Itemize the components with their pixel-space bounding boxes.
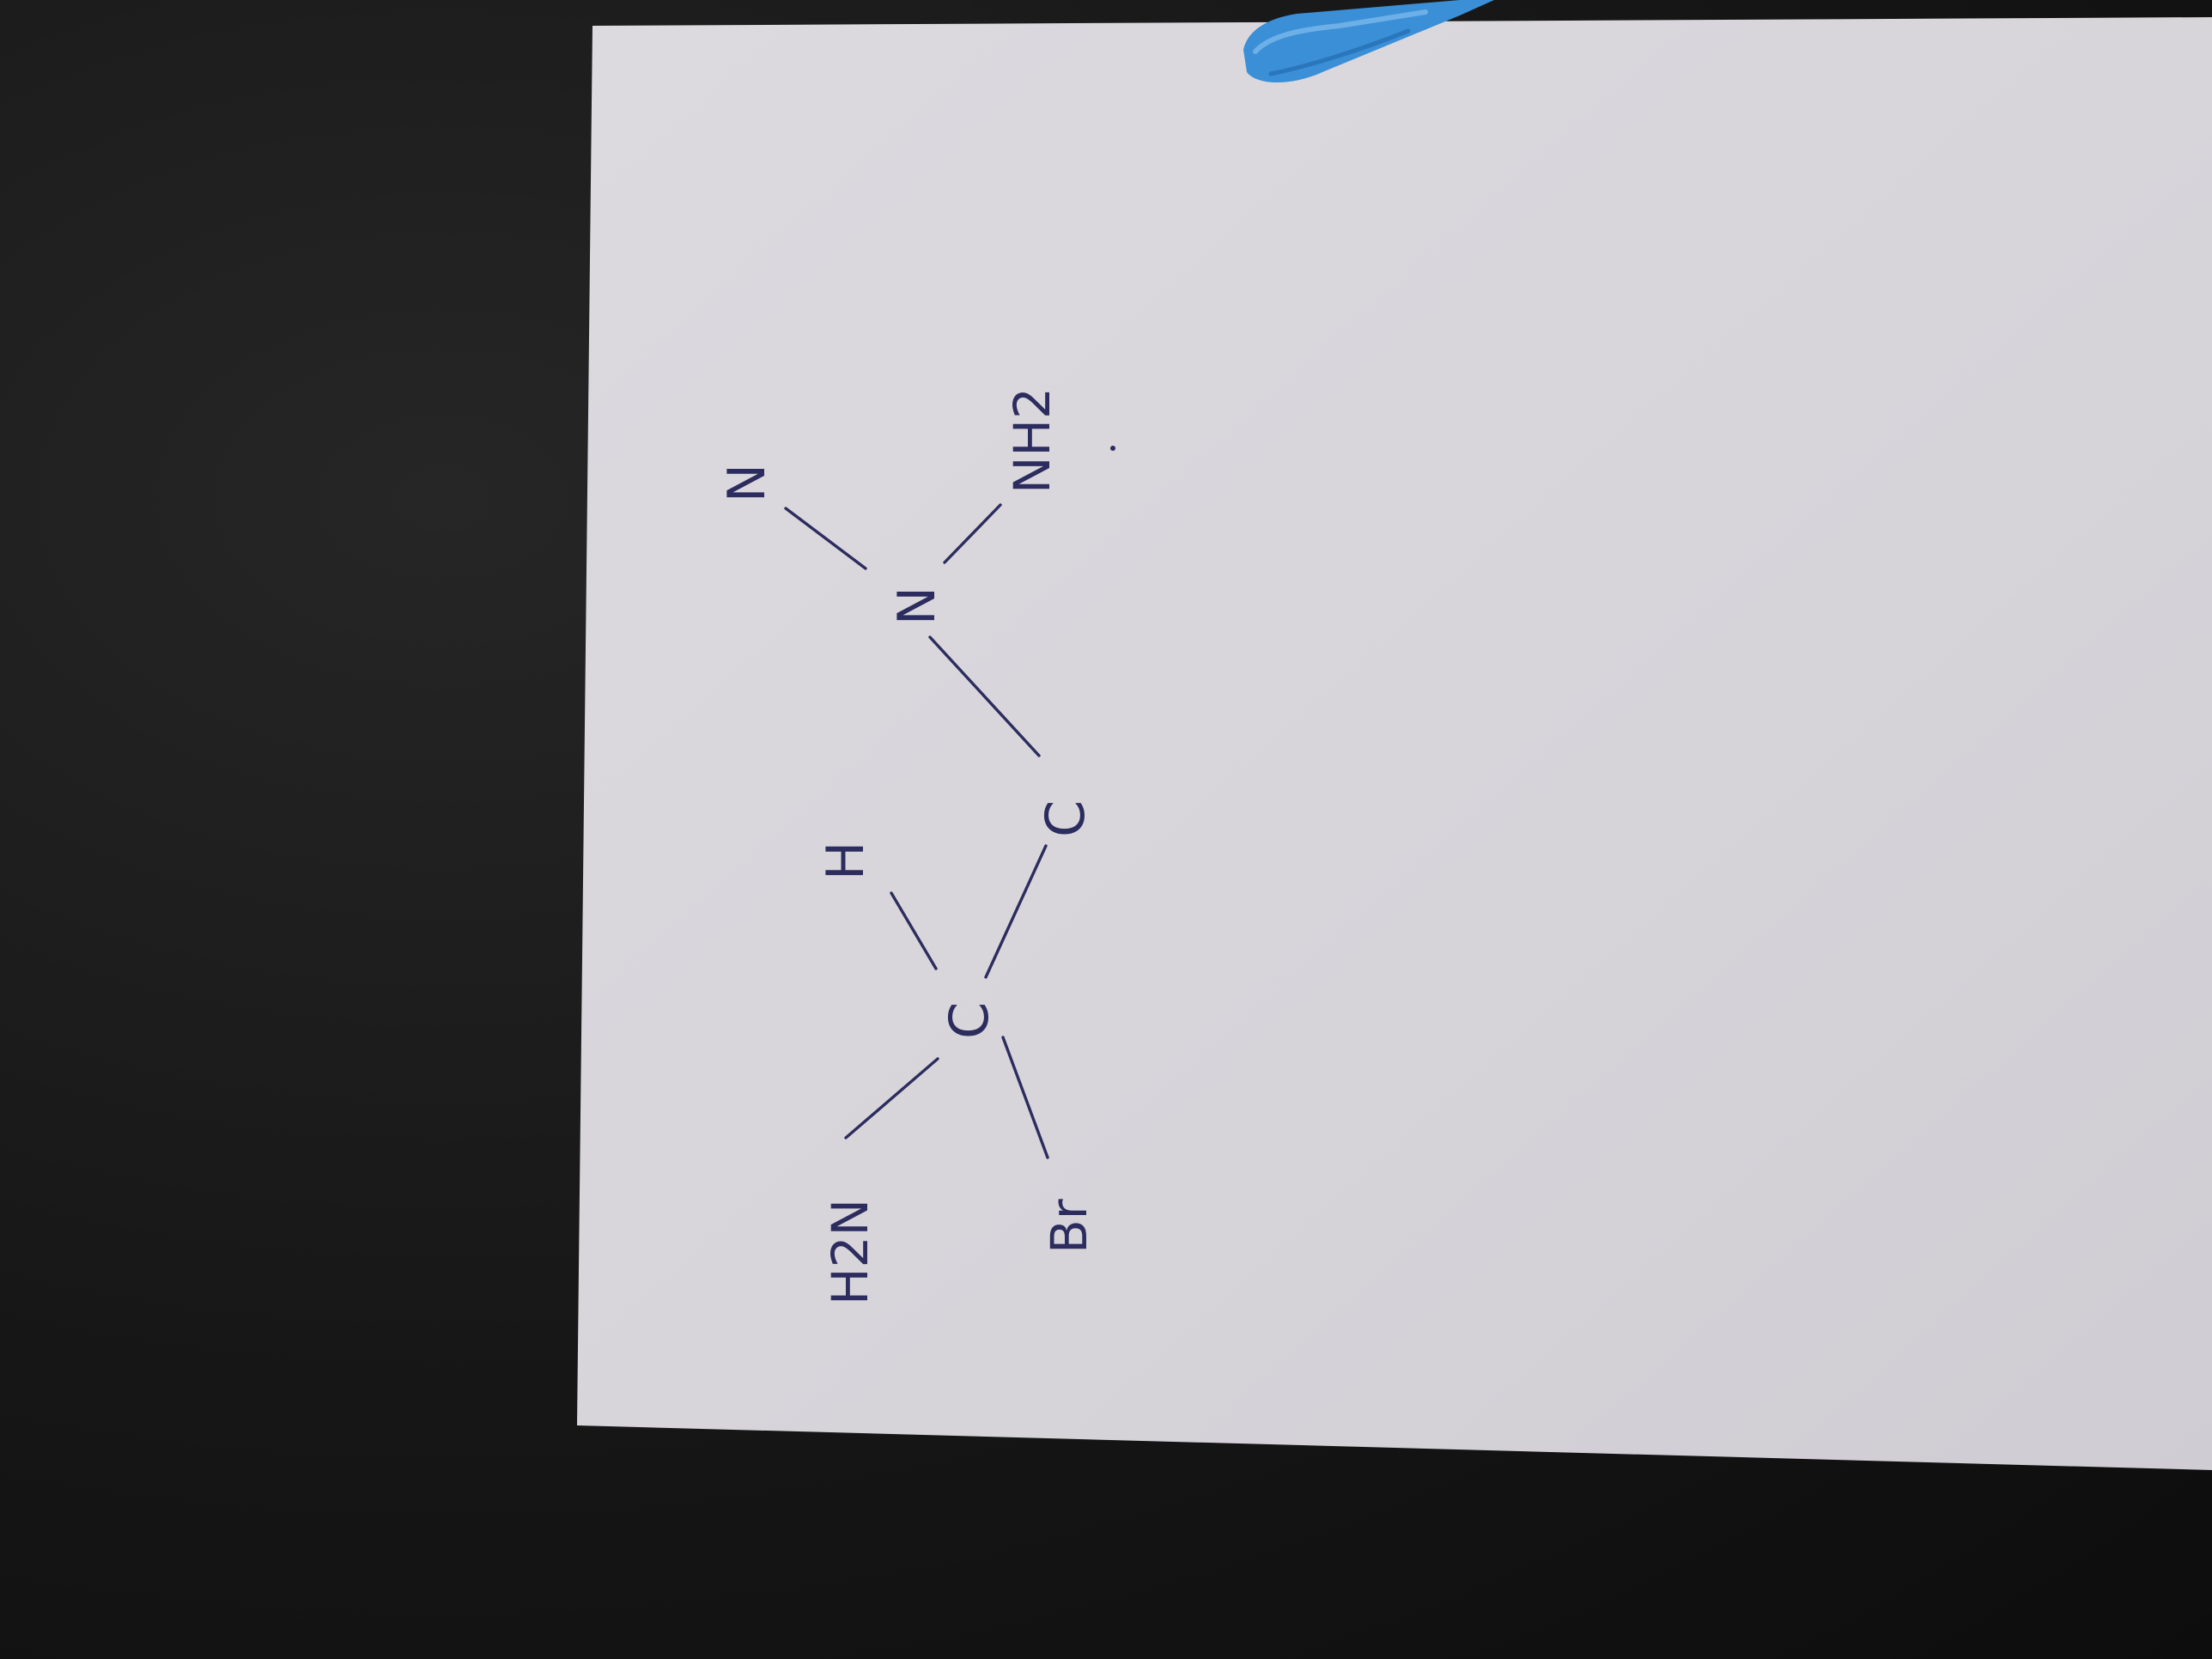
bond-c1-br bbox=[1001, 1036, 1049, 1159]
atom-label-h2n: H2N bbox=[821, 1199, 879, 1305]
paper-surface bbox=[577, 17, 2212, 1470]
blue-clip bbox=[1243, 0, 1494, 83]
bond-c1-c2 bbox=[984, 844, 1048, 979]
bond-ncenter-ntop bbox=[784, 507, 867, 570]
bond-ncenter-nh2 bbox=[943, 503, 1002, 564]
bond-c2-ncenter bbox=[928, 635, 1041, 757]
pen-dot bbox=[1110, 446, 1115, 451]
handwritten-structure: H2N Br C H C N N NH2 bbox=[717, 387, 1115, 1305]
atom-label-c2: C bbox=[1034, 800, 1097, 837]
bond-c1-h bbox=[890, 891, 938, 970]
atom-label-nh2: NH2 bbox=[1003, 387, 1061, 494]
bond-h2n-c1 bbox=[844, 1057, 939, 1139]
atom-label-h: H bbox=[816, 842, 876, 880]
atom-label-br: Br bbox=[1040, 1199, 1098, 1254]
atom-label-n-top: N bbox=[717, 464, 777, 502]
atom-label-c1: C bbox=[938, 1002, 1000, 1039]
atom-label-n-center: N bbox=[887, 586, 947, 625]
